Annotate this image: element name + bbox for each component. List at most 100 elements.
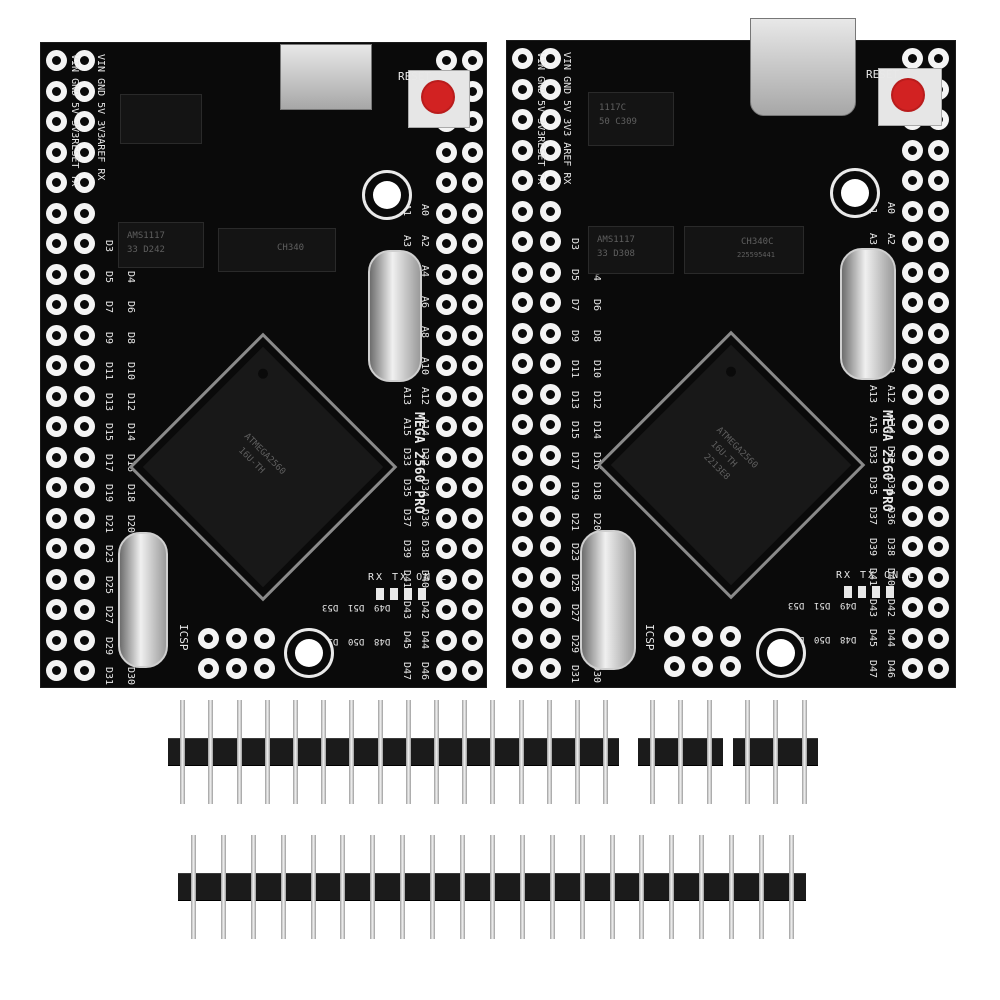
left-header-label-row1: VIN GND 5V 3V3AREF RX [95,54,106,181]
led-tx [858,586,866,598]
regulator-marking-1: AMS1117 [127,231,165,241]
pin-label: D29 [569,634,580,653]
header-pin [370,835,376,939]
pin-label: D38 [885,537,896,556]
pin-hole-left-inner [74,233,95,254]
pin-hole-left-outer [512,658,533,679]
pin-hole-right-outer [462,202,483,224]
pin-hole-left-inner [540,200,561,222]
bottom-pin-label: D49 [840,600,857,610]
regulator-marking-2: 33 D242 [127,245,165,255]
pin-hole-left-outer [46,477,67,498]
pin-hole-left-outer [512,109,533,130]
pin-hole-right-outer [462,294,483,315]
pin-label: D25 [103,575,114,594]
header-pin [579,835,585,939]
pin-label: D11 [103,362,114,381]
pin-label: A13 [867,385,878,404]
pin-label: D14 [591,421,602,440]
header-pin [405,700,411,804]
header-pin [574,700,580,804]
pin-hole-right-inner [436,538,457,559]
header-pin [430,835,436,939]
pin-label: D38 [419,539,430,558]
pin-label: D11 [569,360,580,379]
header-pin [190,835,196,939]
pin-label: D39 [401,539,412,558]
pin-hole-right-inner [436,446,457,468]
pin-hole-right-inner [436,355,457,376]
pin-hole-left-inner [74,263,95,285]
header-pin [180,700,186,804]
crystal-oscillator [368,250,422,382]
pin-hole-left-inner [74,355,95,376]
usb-serial-marking: CH340 [277,243,305,253]
bottom-pin-label: D49 [374,602,391,612]
pin-label: D17 [103,453,114,472]
pin-hole-left-outer [512,566,533,588]
led-on [872,586,880,598]
pin-hole-right-inner [436,141,457,163]
pin-hole-left-outer [512,475,533,496]
pin-label: D45 [401,631,412,650]
pin-label: D29 [103,636,114,655]
pin-hole-left-inner [540,414,561,435]
pin-hole-right-outer [462,416,483,437]
pin-label: D6 [591,299,602,312]
pin-hole-left-inner [540,597,561,618]
reset-button [878,68,942,126]
mounting-hole-top [830,168,880,218]
pin-hole-left-outer [512,627,533,649]
pin-hole-left-inner [540,627,561,649]
pin-label: D3 [103,240,114,253]
icsp-pin-hole [198,658,219,679]
pin-hole-right-inner [902,170,923,191]
pin-label: D20 [591,512,602,531]
header-pin [400,835,406,939]
header-pin [609,835,615,939]
pin-hole-left-outer [512,48,533,69]
pin-label: D8 [125,331,136,344]
usb-serial-chip: CH340C 225595441 [684,226,804,274]
regulator-top: 1117C 50 C309 [588,92,674,146]
pin-hole-left-inner [74,629,95,651]
pin-hole-right-outer [928,383,949,405]
led-rx [844,586,852,598]
icsp-pin-hole [692,626,713,647]
pin-hole-left-outer [512,322,533,344]
pin-hole-left-outer [512,170,533,191]
icsp-label: ICSP [643,624,656,651]
pin-label: A0 [419,204,430,217]
mounting-hole-bottom [284,628,334,678]
pin-label: D44 [885,629,896,648]
header-pin [518,700,524,804]
bottom-pin-label: D53 [788,600,805,610]
pin-label: D27 [103,606,114,625]
pin-label: D35 [867,476,878,495]
icsp-pin-hole [692,656,713,677]
pin-hole-left-outer [512,383,533,405]
pin-hole-left-outer [46,80,67,102]
header-pin [546,700,552,804]
bottom-pin-label: D51 [814,600,831,610]
left-header-label-row2: VIN GND 5V 3V3RESET TX [69,54,80,187]
pin-hole-right-outer [462,538,483,559]
pin-hole-right-inner [902,627,923,649]
pin-hole-right-outer [928,48,949,69]
pin-hole-left-inner [74,507,95,529]
pin-label: D23 [103,545,114,564]
pin-hole-left-outer [46,416,67,437]
regulator-marking-1: AMS1117 [597,235,635,245]
pin-hole-right-inner [902,292,923,313]
icsp-label: ICSP [177,624,190,651]
pin-hole-left-inner [74,202,95,224]
pin-hole-right-outer [928,139,949,161]
pin-hole-left-outer [512,261,533,283]
bottom-pin-label: D50 [814,634,831,644]
pin-label: D46 [419,661,430,680]
pin-hole-right-inner [436,263,457,285]
pin-hole-left-inner [74,568,95,590]
pin-hole-left-outer [46,202,67,224]
pin-hole-right-outer [928,292,949,313]
pin-hole-right-outer [462,446,483,468]
